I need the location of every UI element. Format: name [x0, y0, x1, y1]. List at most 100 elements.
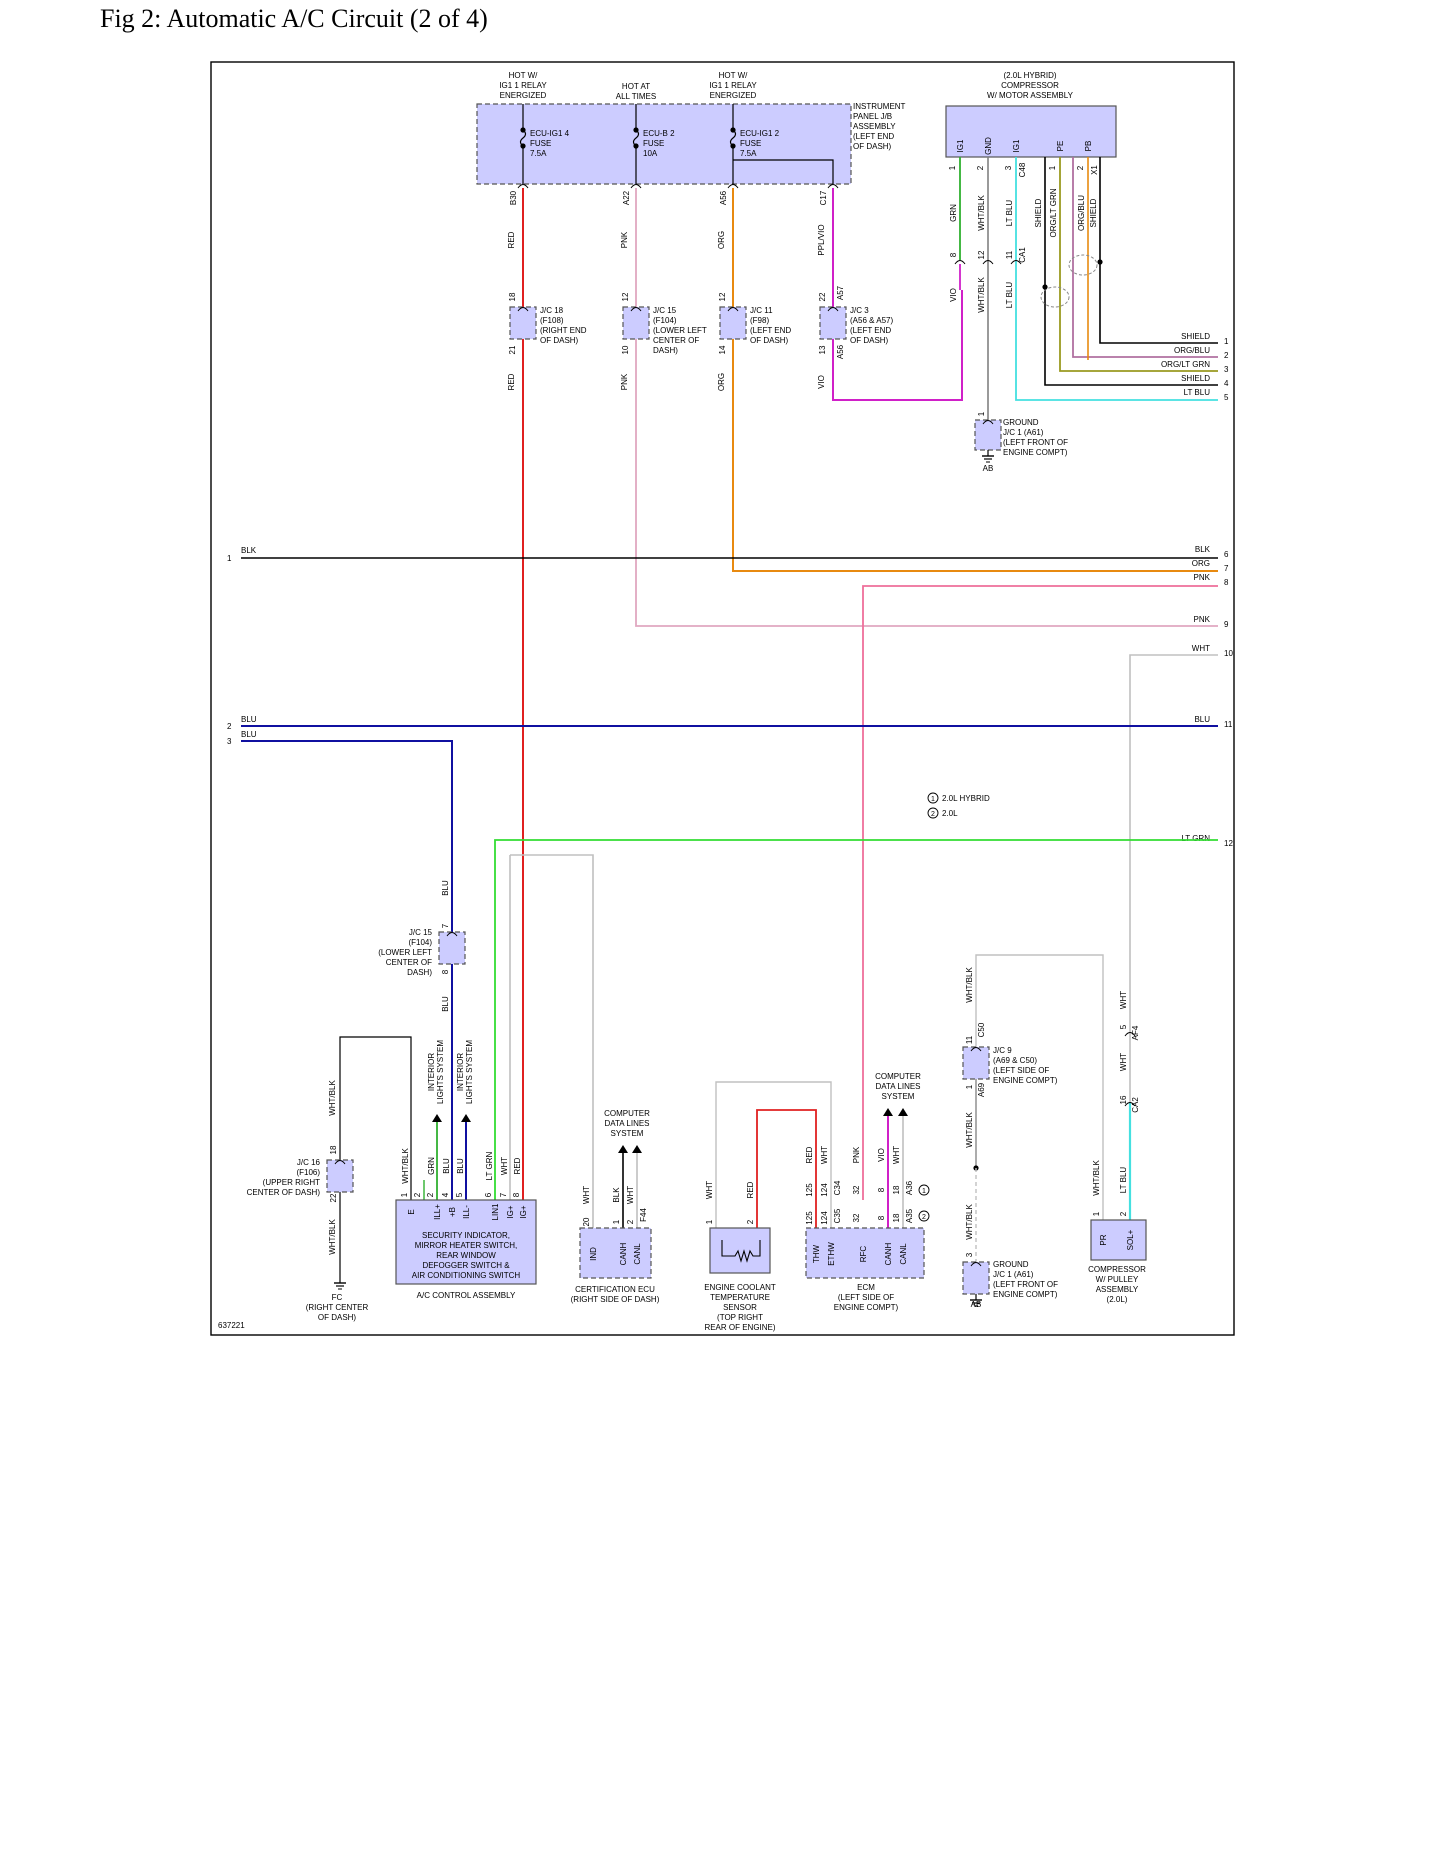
wire-label: RED — [746, 1181, 755, 1198]
jc-label: (F108) — [540, 316, 564, 325]
pin-number: 12 — [621, 292, 630, 301]
pin-number: 8 — [441, 969, 450, 974]
ipjb-pin: C17 — [819, 190, 828, 205]
interior-label: INTERIOR — [456, 1053, 465, 1091]
junction-connector — [819, 306, 847, 340]
right-wire-number: 12 — [1224, 839, 1233, 848]
wire-label: WHT/BLK — [1092, 1160, 1101, 1196]
right-wire-label: PNK — [1194, 573, 1211, 582]
pin-number: 11 — [1005, 250, 1014, 259]
jc-label: J/C 18 — [540, 306, 564, 315]
connector-id: A57 — [836, 285, 845, 300]
pin-number: 7 — [499, 1192, 508, 1197]
wire-label: ORG/BLU — [1077, 195, 1086, 231]
ac-control-assembly-box — [395, 1199, 537, 1285]
coolant-sensor-box — [709, 1227, 771, 1274]
jc-label: ENGINE COMPT) — [993, 1076, 1058, 1085]
pin-number: 32 — [852, 1185, 861, 1194]
fuse-label: 7.5A — [740, 149, 757, 158]
pulley-pin: SOL+ — [1126, 1229, 1135, 1250]
ect-label: ENGINE COOLANT — [704, 1283, 776, 1292]
right-wire-number: 9 — [1224, 620, 1229, 629]
connector-mark — [517, 307, 529, 312]
hot-label: HOT AT — [622, 82, 650, 91]
jc-label: (A56 & A57) — [850, 316, 893, 325]
wire-label: WHT/BLK — [977, 277, 986, 313]
cdl-label: COMPUTER — [875, 1072, 921, 1081]
wire-red — [756, 1109, 817, 1228]
wire-label: LT GRN — [485, 1151, 494, 1180]
connector-id: CA2 — [1131, 1097, 1140, 1113]
legend-mark: 2 — [931, 811, 935, 818]
jc-label: (F98) — [750, 316, 769, 325]
pin-number: 1 — [965, 1084, 974, 1089]
pulley-label: ASSEMBLY — [1096, 1285, 1139, 1294]
ac-pin: IG+ — [519, 1205, 528, 1218]
certification-ecu-box — [579, 1227, 652, 1279]
right-wire-number: 10 — [1224, 649, 1233, 658]
jc-label: (LOWER LEFT — [653, 326, 707, 335]
pin-number: 1 — [612, 1219, 621, 1224]
wire-shield-1 — [1099, 157, 1218, 344]
wire-label: VIO — [817, 375, 826, 389]
fuse-icon — [519, 129, 527, 147]
pin-number: 1 — [977, 411, 986, 416]
ipjb-connector — [630, 184, 642, 189]
right-wire-label: SHIELD — [1181, 374, 1210, 383]
pin-number: 16 — [1119, 1095, 1128, 1104]
ground-label: (LEFT FRONT OF — [1003, 438, 1068, 447]
hot-label: IG1 1 RELAY — [499, 81, 547, 90]
pin-number: 21 — [508, 345, 517, 354]
compressor-pin: IG1 — [1012, 139, 1021, 152]
pin-number: 18 — [329, 1145, 338, 1154]
left-wire-label: BLU — [241, 715, 257, 724]
ground-connector — [962, 1261, 990, 1295]
right-wire-label: BLK — [1195, 545, 1211, 554]
junction-connector — [509, 306, 537, 340]
left-wire-number: 2 — [227, 722, 232, 731]
ground-label: (LEFT FRONT OF — [993, 1280, 1058, 1289]
arrow-icon — [432, 1114, 442, 1122]
ac-pin: +B — [448, 1207, 457, 1217]
pin-number: 13 — [818, 345, 827, 354]
cdl-label: DATA LINES — [875, 1082, 920, 1091]
splice-dot — [1042, 284, 1048, 290]
connector-id: CA1 — [1018, 247, 1027, 263]
pin-number: 1 — [1092, 1211, 1101, 1216]
connector-mark — [630, 307, 642, 312]
jc-label: (LEFT SIDE OF — [993, 1066, 1049, 1075]
wire-label: WHT — [1119, 991, 1128, 1009]
fuse-dot — [520, 127, 526, 133]
jc-label: J/C 3 — [850, 306, 869, 315]
pin-number: 22 — [329, 1193, 338, 1202]
connector-mark — [1010, 260, 1022, 265]
ground-label: GROUND — [993, 1260, 1029, 1269]
pin-number: 32 — [852, 1213, 861, 1222]
compressor-label: W/ MOTOR ASSEMBLY — [987, 91, 1074, 100]
pin-number: 18 — [892, 1185, 901, 1194]
ipjb-connector — [827, 184, 839, 189]
right-wire-number: 1 — [1224, 337, 1229, 346]
pulley-label: COMPRESSOR — [1088, 1265, 1146, 1274]
wire-wht-blk — [975, 954, 1104, 1220]
hot-label: IG1 1 RELAY — [709, 81, 757, 90]
wire-label: WHT/BLK — [965, 1112, 974, 1148]
pin-number: 10 — [621, 345, 630, 354]
ecm-label: ECM — [857, 1283, 875, 1292]
wire-org-lt-grn-3 — [1059, 157, 1218, 372]
pulley-pin: PR — [1099, 1234, 1108, 1245]
thermistor-icon — [721, 1240, 761, 1263]
wire-vio — [832, 188, 963, 401]
pin-number: 5 — [1119, 1024, 1128, 1029]
compressor-pin: PE — [1056, 141, 1065, 152]
wire-label: WHT — [1119, 1053, 1128, 1071]
fuse-icon — [729, 129, 737, 147]
pin-number: 1 — [705, 1219, 714, 1224]
ecm-pin: CANH — [884, 1242, 893, 1265]
connector-id: F44 — [639, 1208, 648, 1222]
wire-label: PPL/VIO — [817, 224, 826, 255]
wire-lt-blu-5 — [1015, 157, 1218, 401]
wire-label: LT BLU — [1005, 200, 1014, 227]
right-wire-label: BLU — [1194, 715, 1210, 724]
